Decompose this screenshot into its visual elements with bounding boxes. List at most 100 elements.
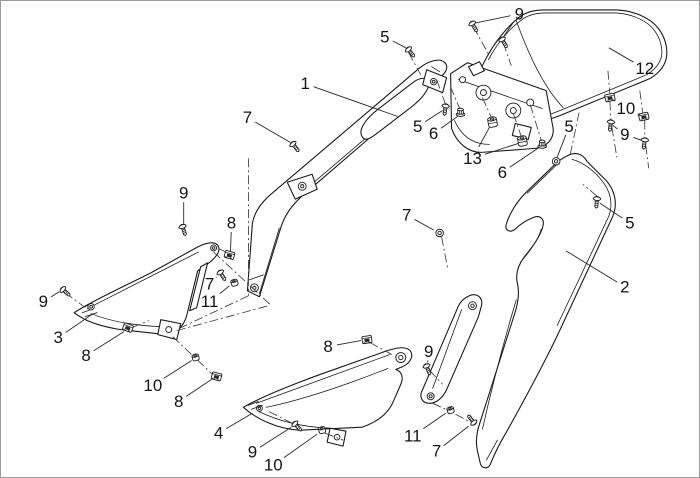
assembly-axis-line [609,101,612,121]
callout-label-8: 8 [323,337,332,356]
parts-artwork [73,9,668,469]
assembly-axis-lines [64,26,650,441]
callout-label-10: 10 [264,456,283,475]
clip-icon [604,92,616,103]
leader-line [219,285,230,294]
screw-icon [288,139,303,155]
callout-label-8: 8 [227,214,236,233]
leader-line [425,110,443,123]
assembly-axis-line [213,251,271,306]
callout-label-3: 3 [54,328,63,347]
callout-label-8: 8 [81,346,90,365]
grommet-icon [191,352,201,362]
leader-line [414,219,434,231]
callout-label-9: 9 [515,4,524,23]
leader-line [423,412,446,430]
leader-line [612,99,616,102]
callout-label-4: 4 [214,424,223,443]
leader-line [608,47,634,63]
assembly-axis-line [639,90,644,114]
leader-line [215,276,217,278]
assembly-axis-line [324,432,344,441]
leader-line [185,379,212,397]
assembly-axis-line [611,127,618,158]
callout-label-9: 9 [248,443,257,462]
grommet-icon [229,278,240,288]
assembly-axis-line [176,305,269,332]
assembly-axis-line [449,84,461,111]
callout-label-7: 7 [243,108,252,127]
leader-line [259,426,292,448]
screw-icon [177,222,190,238]
callout-label-6: 6 [498,163,507,182]
leader-line [475,15,511,24]
assembly-axis-line [645,145,650,169]
callout-label-2: 2 [620,277,629,296]
leader-line [336,340,362,346]
callout-label-5: 5 [380,27,389,46]
assembly-axis-line [569,112,580,156]
assembly-axis-line [172,336,214,376]
assembly-axis-line [607,70,611,95]
callout-label-13: 13 [463,149,482,168]
part-3-side-panel-left [73,242,220,341]
leader-line [612,125,618,130]
part-4-side-panel-right [242,347,413,447]
callout-label-10: 10 [616,99,635,118]
callout-label-11: 11 [201,292,219,311]
assembly-axis-line [266,409,293,424]
callout-label-5: 5 [564,117,573,136]
screw-icon [215,268,229,283]
callout-label-9: 9 [620,125,629,144]
part-4-rear-mounting-strip [420,294,483,404]
assembly-axis-line [512,113,522,137]
assembly-axis-line [455,413,469,422]
leader-line [283,433,318,458]
assembly-axis-line [441,236,449,268]
callout-label-7: 7 [432,442,441,461]
callout-label-11: 11 [404,427,422,446]
leader-line [478,127,490,148]
clip-icon [210,371,223,382]
leader-line [565,250,618,283]
leader-line [509,147,540,168]
callout-label-9: 9 [39,292,48,311]
leader-line [484,142,519,155]
leader-line [502,21,515,38]
assembly-axis-line [436,79,446,105]
leader-line [93,331,125,352]
callout-label-10: 10 [143,376,162,395]
callout-label-1: 1 [300,74,309,93]
clip-icon [223,249,236,261]
leader-line [50,291,60,298]
leader-line [313,86,398,117]
screw-icon [639,136,650,151]
screw-top-icon [551,157,561,166]
leader-line [226,412,253,430]
part-1-rear-panel-left [246,59,448,298]
assembly-axis-line [131,320,150,329]
callout-label-7: 7 [402,206,411,225]
callout-label-5: 5 [413,117,422,136]
leader-line [637,113,641,116]
callout-label-7: 7 [205,274,214,293]
assembly-axis-line [432,402,446,410]
callout-leader-lines [50,15,642,458]
part-2-rear-panel-right [475,153,616,469]
bushing-icon [516,134,529,148]
assembly-axis-line [473,26,491,58]
nut-icon [537,139,548,149]
leader-line [230,232,232,251]
leader-line [163,360,192,379]
assembly-axis-line [408,52,422,75]
leader-line [633,136,642,141]
screw-icon [467,19,481,34]
callout-label-6: 6 [429,124,438,143]
screw-icon [440,102,450,117]
assembly-axis-line [482,97,492,118]
leader-line [599,202,623,219]
callout-label-9: 9 [424,342,433,361]
